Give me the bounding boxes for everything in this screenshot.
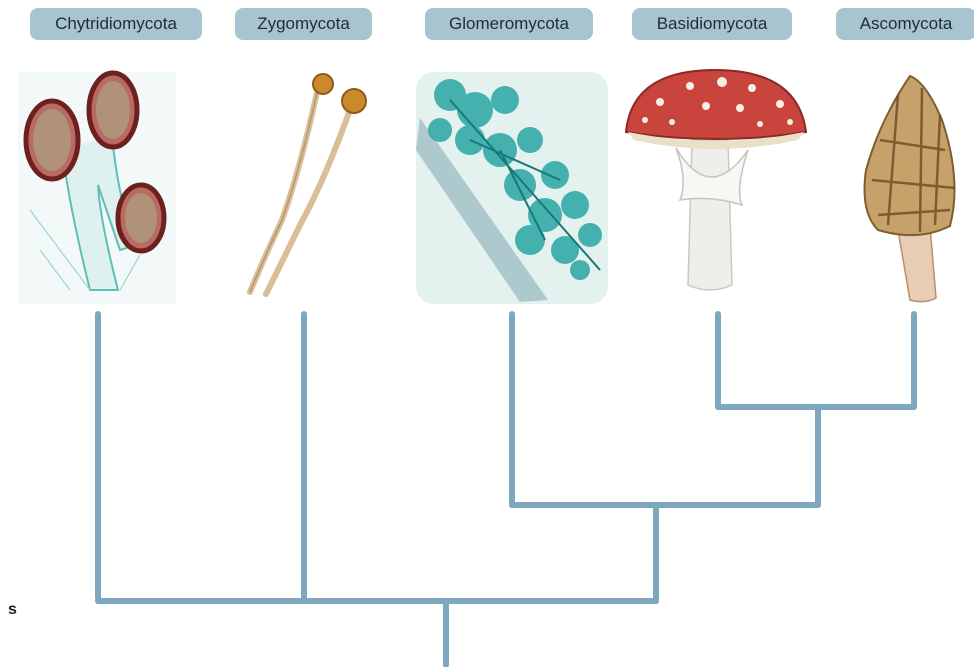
phylogenetic-tree [98,314,914,665]
arbuscular-mycorrhiza-icon [416,72,608,304]
chytrid-sporangia-icon [18,72,176,304]
fly-agaric-mushroom-icon [626,70,806,290]
morel-icon [865,76,956,302]
zygomycete-sporangiophores-icon [250,74,366,294]
